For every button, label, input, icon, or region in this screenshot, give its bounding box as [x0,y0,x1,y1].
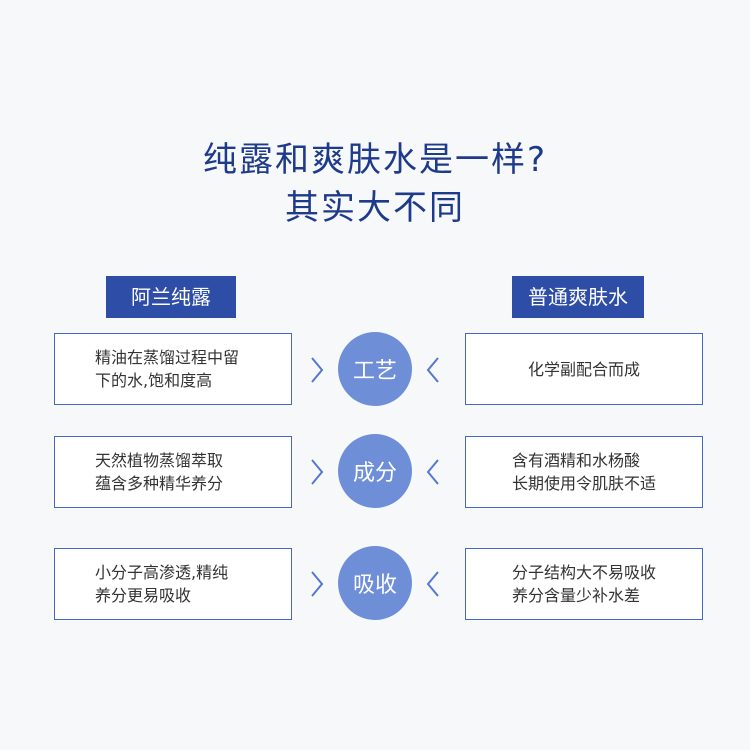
chevron-right-icon [310,356,324,384]
right-box-process: 化学副配合而成 [465,333,703,405]
left-box-ingredients: 天然植物蒸馏萃取 蕴含多种精华养分 [54,436,292,508]
main-title-line-1: 纯露和爽肤水是一样? [202,140,548,180]
right-box-absorption-text: 分子结构大不易吸收 养分含量少补水差 [511,563,656,605]
chevron-right-icon [310,570,324,598]
chevron-left-icon [426,458,440,486]
chevron-left-icon [426,570,440,598]
circle-ingredients-label: 成分 [352,461,397,486]
right-box-process-text: 化学副配合而成 [527,359,640,379]
circle-absorption: 吸收 [338,546,412,620]
left-box-process: 精油在蒸馏过程中留 下的水,饱和度高 [54,333,292,405]
circle-absorption-label: 吸收 [352,573,397,598]
header-right: 普通爽肤水 [512,276,644,318]
right-box-absorption: 分子结构大不易吸收 养分含量少补水差 [465,548,703,620]
circle-process: 工艺 [338,332,412,406]
header-left: 阿兰纯露 [106,276,236,318]
left-box-process-text: 精油在蒸馏过程中留 下的水,饱和度高 [95,348,240,390]
circle-process-label: 工艺 [352,359,397,384]
chevron-left-icon [426,356,440,384]
left-box-absorption: 小分子高渗透,精纯 养分更易吸收 [54,548,292,620]
left-box-ingredients-text: 天然植物蒸馏萃取 蕴含多种精华养分 [95,451,224,493]
left-box-absorption-text: 小分子高渗透,精纯 养分更易吸收 [95,563,229,605]
right-box-ingredients-text: 含有酒精和水杨酸 长期使用令肌肤不适 [511,451,656,493]
main-title-line-2: 其实大不同 [285,188,465,228]
chevron-right-icon [310,458,324,486]
circle-ingredients: 成分 [338,434,412,508]
right-box-ingredients: 含有酒精和水杨酸 长期使用令肌肤不适 [465,436,703,508]
